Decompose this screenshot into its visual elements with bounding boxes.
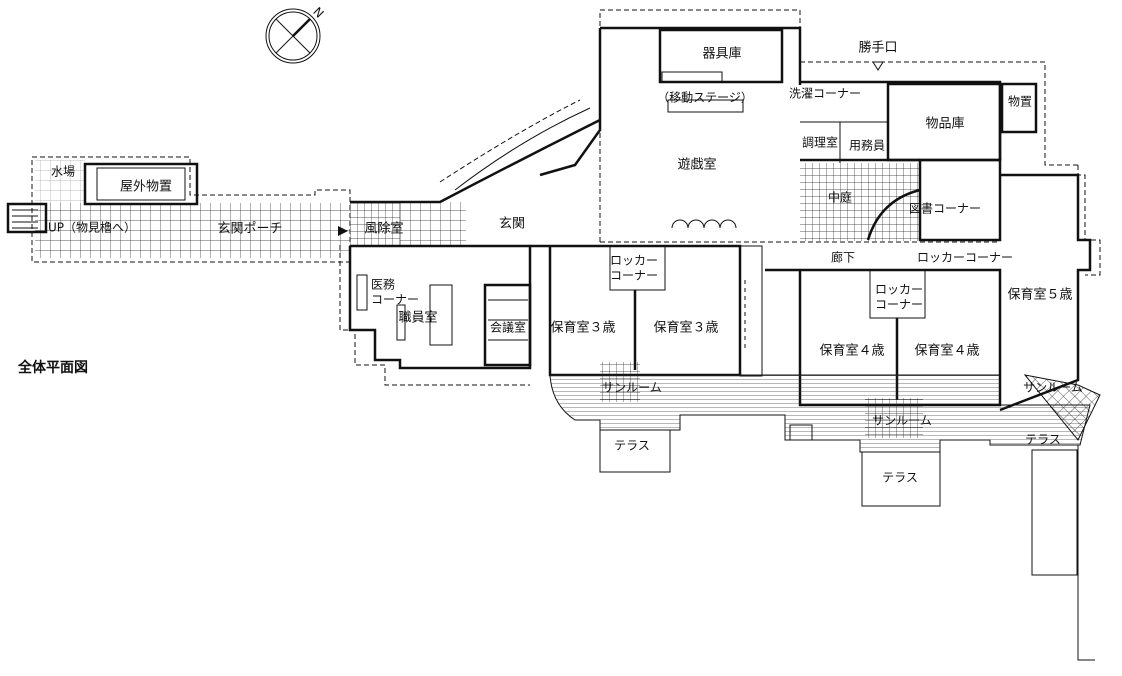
porch-area xyxy=(6,156,351,263)
label-corridor: 廊下 xyxy=(831,250,855,265)
label-sunroom-1: サンルーム xyxy=(602,381,662,395)
label-service-entrance: 勝手口 xyxy=(858,41,897,56)
north-arrow-icon: N xyxy=(265,5,326,64)
label-courtyard: 中庭 xyxy=(828,190,852,205)
label-medical-1: 医務 xyxy=(371,278,395,292)
playroom-block xyxy=(539,9,802,242)
label-nursery-5: 保育室５歳 xyxy=(1007,287,1072,303)
label-terrace-3: テラス xyxy=(1025,433,1061,447)
label-supply-storage: 物品庫 xyxy=(925,117,964,132)
label-locker-a1: ロッカー xyxy=(610,254,658,268)
deck-area xyxy=(549,362,1101,661)
label-staff-room: 職員室 xyxy=(398,310,437,326)
label-locker-corner: ロッカーコーナー xyxy=(917,251,1013,265)
label-terrace-2: テラス xyxy=(882,471,918,485)
label-kitchen: 調理室 xyxy=(802,135,838,150)
label-nursery-4b: 保育室４歳 xyxy=(914,343,979,359)
label-mobile-stage: （移動ステージ） xyxy=(657,91,753,105)
label-locker-b1: ロッカー xyxy=(875,283,923,297)
label-sunroom-2: サンルーム xyxy=(872,414,932,428)
label-locker-a2: コーナー xyxy=(610,269,658,283)
entry-arrow-icon xyxy=(338,226,348,236)
north-label: N xyxy=(310,5,326,21)
label-playroom: 遊戯室 xyxy=(677,157,716,173)
label-nursery-4a: 保育室４歳 xyxy=(819,343,884,359)
label-custodian: 用務員 xyxy=(849,139,885,153)
label-locker-b2: コーナー xyxy=(875,298,923,312)
label-windbreak: 風除室 xyxy=(364,221,403,237)
label-sunroom-3: サンルーム xyxy=(1023,381,1083,395)
label-equipment-storage: 器具庫 xyxy=(702,47,741,62)
label-medical-2: コーナー xyxy=(371,293,419,307)
label-up-stairs: UP（物見櫓へ） xyxy=(48,221,136,235)
label-outdoor-storage: 屋外物置 xyxy=(120,180,172,195)
entrance-floor xyxy=(400,202,466,246)
windbreak-floor xyxy=(350,202,400,246)
label-porch: 玄関ポーチ xyxy=(217,222,282,237)
label-meeting-room: 会議室 xyxy=(490,320,526,335)
label-nursery-3b: 保育室３歳 xyxy=(653,320,718,336)
label-water: 水場 xyxy=(51,165,75,179)
drawing-title: 全体平面図 xyxy=(17,359,88,376)
label-storage: 物置 xyxy=(1008,95,1032,109)
label-laundry: 洗濯コーナー xyxy=(789,87,861,101)
service-block xyxy=(800,61,1078,242)
label-entrance: 玄関 xyxy=(499,217,525,232)
staff-block xyxy=(339,244,532,386)
label-library: 図書コーナー xyxy=(909,202,981,216)
label-nursery-3a: 保育室３歳 xyxy=(550,320,615,336)
label-terrace-1: テラス xyxy=(614,439,650,453)
